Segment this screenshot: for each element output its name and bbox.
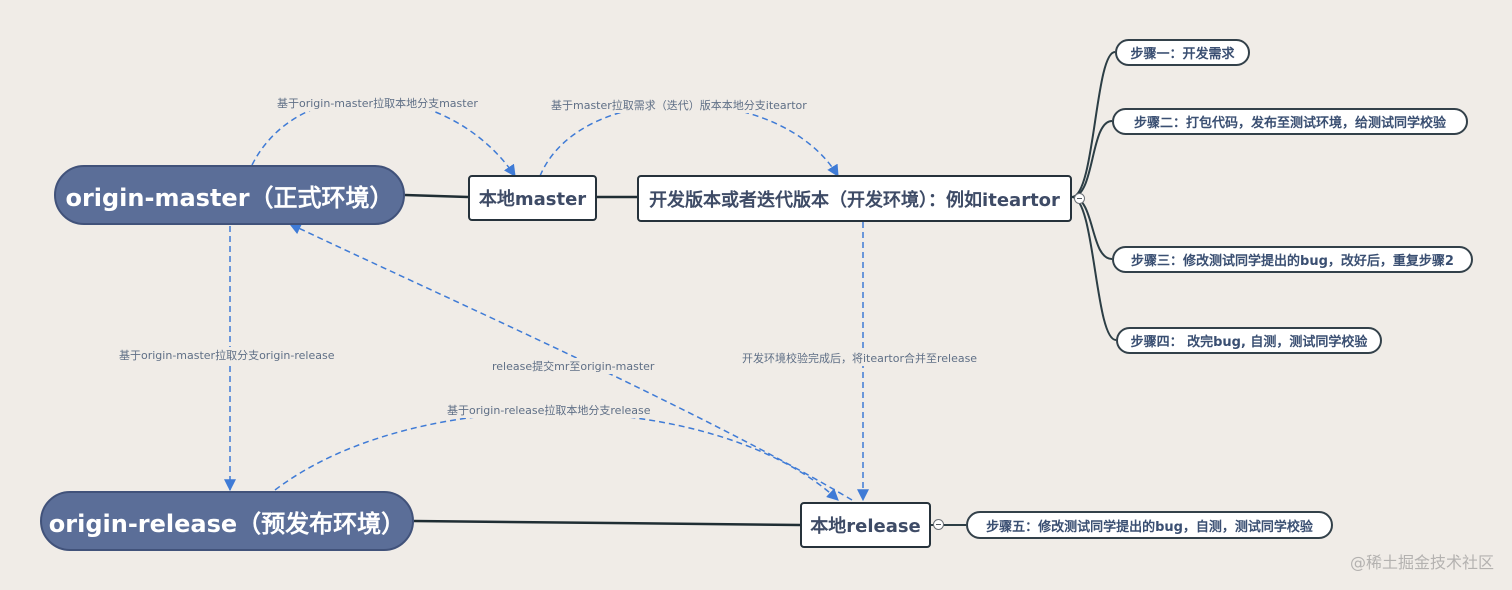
edge-label-release-mr: release提交mr至origin-master: [491, 358, 656, 374]
edge-label-local-to-dev: 基于master拉取需求（迭代）版本本地分支iteartor: [550, 97, 808, 113]
step-5-node[interactable]: 步骤五：修改测试同学提出的bug，自测，测试同学校验: [966, 511, 1333, 539]
arrow-release-mr-to-master: [288, 223, 853, 501]
connector-dev-step4: [1071, 196, 1117, 341]
edge-label-master-to-release: 基于origin-master拉取分支origin-release: [118, 347, 336, 363]
edge-label-release-to-local: 基于origin-release拉取本地分支release: [446, 402, 652, 418]
step-4-node[interactable]: 步骤四： 改完bug, 自测，测试同学校验: [1116, 327, 1382, 354]
step-2-node[interactable]: 步骤二：打包代码，发布至测试环境，给测试同学校验: [1112, 108, 1468, 135]
collapse-local-release-toggle[interactable]: [933, 519, 944, 530]
local-master-node[interactable]: 本地master: [468, 175, 597, 221]
connector-dev-step1: [1071, 51, 1116, 198]
connector-origin-master-local-master: [404, 193, 469, 199]
dev-branch-node[interactable]: 开发版本或者迭代版本（开发环境）：例如iteartor: [637, 175, 1072, 222]
connector-origin-release-local-release: [413, 519, 801, 527]
arrow-release-to-local: [274, 411, 839, 501]
local-release-node[interactable]: 本地release: [800, 502, 931, 548]
connector-dev-step2: [1071, 120, 1113, 198]
watermark: @稀土掘金技术社区: [1349, 553, 1494, 572]
collapse-dev-branch-toggle[interactable]: [1074, 193, 1085, 204]
edge-label-dev-merge: 开发环境校验完成后，将iteartor合并至release: [741, 350, 979, 366]
arrow-local-to-dev: [539, 103, 839, 178]
edge-label-master-to-local: 基于origin-master拉取本地分支master: [276, 95, 479, 111]
step-3-node[interactable]: 步骤三：修改测试同学提出的bug，改好后，重复步骤2: [1112, 246, 1473, 273]
origin-release-node[interactable]: origin-release（预发布环境）: [40, 491, 414, 551]
step-1-node[interactable]: 步骤一：开发需求: [1115, 39, 1250, 66]
origin-master-node[interactable]: origin-master（正式环境）: [54, 165, 405, 225]
arrow-master-to-local: [251, 98, 516, 177]
